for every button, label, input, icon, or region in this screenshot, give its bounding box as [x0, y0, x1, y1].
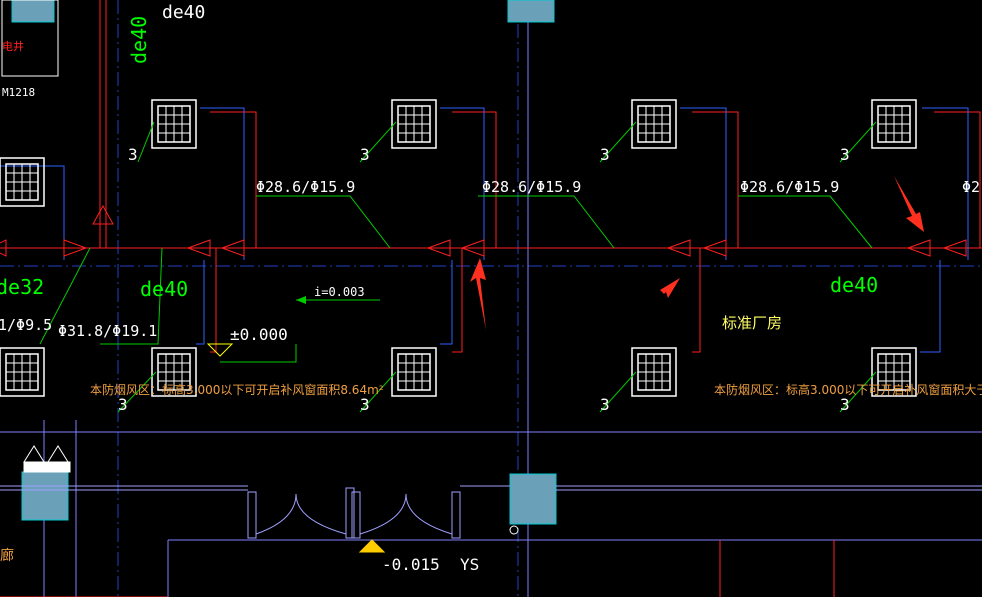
columns [11, 0, 557, 525]
unit-quantity: 3 [840, 395, 850, 414]
slope-label: i=0.003 [314, 285, 365, 299]
slope-arrow-icon [296, 296, 306, 304]
cassette-unit-icon[interactable] [631, 99, 677, 149]
cassette-unit-icon[interactable] [151, 99, 197, 149]
bottom-walls-red [0, 540, 835, 597]
cassette-unit-icon[interactable] [391, 347, 437, 397]
unit-quantity: 3 [600, 145, 610, 164]
cassette-unit-icon[interactable] [391, 99, 437, 149]
cassette-unit-icon[interactable] [871, 99, 917, 149]
refrigerant-pipes-red [0, 0, 982, 353]
pipe-label-right: de40 [830, 273, 878, 297]
annotation-arrows[interactable] [470, 176, 924, 330]
diameter-label-left: 1/Φ9.5 [0, 316, 52, 334]
annotation-arrow-icon[interactable] [470, 258, 486, 330]
diameter-label: Φ28.6/Φ15.9 [256, 178, 355, 196]
diameter-label: Φ28.6/Φ15.9 [740, 178, 839, 196]
cassette-unit-icon[interactable] [151, 347, 197, 397]
column-bottom-left [21, 471, 69, 521]
annotation-arrow-icon[interactable] [636, 278, 680, 322]
column-top-mid [507, 0, 555, 23]
cassette-unit-icon[interactable] [0, 347, 45, 397]
shaft-box [1, 0, 59, 77]
shaft-label: 电井 [2, 39, 24, 53]
unit-quantity: 3 [360, 145, 370, 164]
elevation-label: ±0.000 [230, 325, 288, 344]
cassette-unit-icon[interactable] [0, 157, 45, 207]
pipe-label-mid: de40 [140, 277, 188, 301]
valve-marker-icon [509, 525, 519, 535]
unit-quantity: 3 [360, 395, 370, 414]
cassette-unit-icon[interactable] [871, 347, 917, 397]
diameter-label: Φ31.8/Φ19.1 [58, 322, 157, 340]
smoke-zone-note: 本防烟风区：标高3.000以下可开启补风窗面积大于 [714, 382, 982, 397]
elevation-label: -0.015 [382, 555, 440, 574]
smoke-zone-note: 本防烟风区：标高3.000以下可开启补风窗面积8.64m² [90, 382, 384, 397]
diameter-label-right-cut: Φ2 [962, 178, 980, 196]
branch-fittings [0, 204, 967, 257]
annotation-arrow-icon[interactable] [894, 176, 924, 232]
unit-quantity: 3 [128, 145, 138, 164]
elevation-marker-icon [206, 343, 234, 357]
elevation-marker-icon [358, 539, 386, 553]
pipe-label-vertical: de40 [127, 16, 151, 64]
door-frames [0, 485, 982, 539]
indoor-units [0, 99, 917, 397]
diameter-label: Φ28.6/Φ15.9 [482, 178, 581, 196]
column-top-left [11, 0, 55, 23]
unit-quantity: 3 [600, 395, 610, 414]
unit-quantity: 3 [118, 395, 128, 414]
condensate-pipes-blue [0, 107, 969, 353]
room-name: 标准厂房 [722, 314, 782, 332]
pipe-label-left: de32 [0, 275, 44, 299]
leader-lines [39, 121, 877, 413]
door-label: M1218 [2, 86, 35, 99]
cassette-unit-icon[interactable] [631, 347, 677, 397]
roof-vent-icon [23, 445, 71, 473]
pipe-label-top: de40 [162, 2, 205, 23]
column-bottom-mid [509, 473, 557, 525]
left-edge-char: 廊 [0, 547, 14, 564]
unit-quantity: 3 [840, 145, 850, 164]
ys-label: YS [460, 555, 479, 574]
